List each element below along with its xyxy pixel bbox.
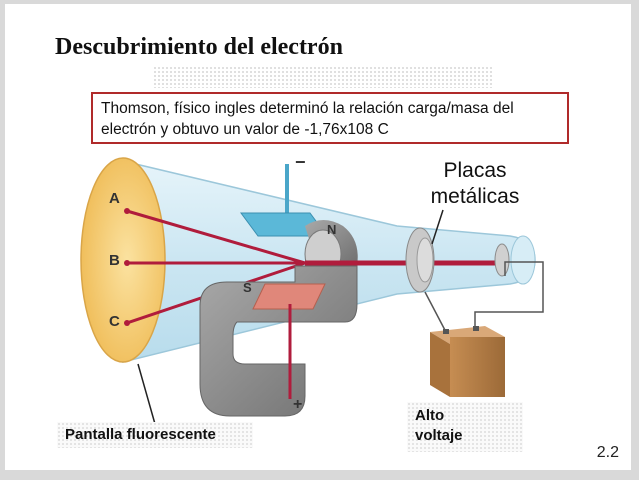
page-number: 2.2: [596, 444, 619, 461]
tube-end: [510, 235, 536, 285]
decorative-band: [153, 66, 493, 88]
label-plus: +: [293, 396, 303, 413]
wire-left: [424, 291, 448, 335]
screen-label: Pantalla fluorescente: [65, 426, 216, 443]
plates-pointer: [431, 209, 444, 245]
label-c: C: [109, 313, 120, 330]
label-s: S: [243, 280, 252, 295]
voltage-label-line2: voltaje: [415, 427, 463, 444]
magnet-s-body: [199, 265, 358, 417]
caption-line-2: electrón y obtuvo un valor de -1,76x108 …: [101, 121, 389, 138]
plates-label-line2: metálicas: [430, 185, 520, 208]
label-a: A: [109, 190, 120, 207]
fluorescent-screen: [80, 157, 166, 363]
battery-side: [450, 337, 505, 397]
voltage-label: Alto voltaje: [415, 406, 463, 446]
wire-right: [474, 261, 544, 334]
screen-pointer: [137, 363, 156, 425]
voltage-label-line1: Alto: [415, 407, 445, 424]
caption-line-1: Thomson, físico ingles determinó la rela…: [101, 100, 514, 117]
bottom-plate: [252, 283, 326, 310]
battery-front: [430, 332, 450, 397]
label-minus: −: [295, 152, 306, 172]
slide: Descubrimiento del electrón: [5, 4, 631, 470]
voltage-label-bg: [407, 402, 523, 452]
screen-label-bg: [57, 422, 253, 448]
label-b: B: [109, 252, 120, 269]
slide-title: Descubrimiento del electrón: [55, 34, 343, 60]
caption-box: Thomson, físico ingles determinó la rela…: [91, 92, 569, 144]
cathode-disk: [494, 243, 510, 277]
cathode-ray-tube-diagram: [80, 157, 544, 425]
plates-label: Placas metálicas: [425, 158, 525, 210]
plates-label-line1: Placas: [443, 159, 507, 182]
label-n: N: [327, 222, 337, 237]
